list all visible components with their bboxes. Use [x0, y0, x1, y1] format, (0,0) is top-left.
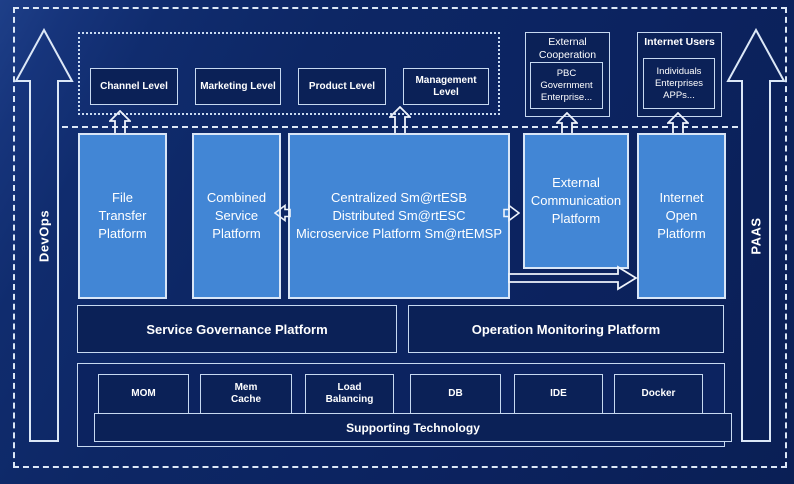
external-cooperation-box: External Cooperation PBC Government Ente…: [525, 32, 610, 117]
outer-dashed-border: [13, 7, 787, 468]
paas-up-arrow-icon: [726, 28, 786, 442]
external-communication-platform-box: External Communication Platform: [523, 133, 629, 269]
up-arrow-icon: [667, 112, 689, 134]
tech-box-db: DB: [410, 374, 501, 414]
service-governance-platform-box: Service Governance Platform: [77, 305, 397, 353]
external-cooperation-body: PBC Government Enterprise...: [540, 67, 593, 103]
combined-service-platform-box: Combined Service Platform: [192, 133, 281, 299]
internet-users-title: Internet Users: [644, 36, 715, 48]
tech-label: Load Balancing: [325, 382, 374, 405]
devops-label: DevOps: [36, 209, 52, 262]
up-arrow-icon: [556, 112, 578, 134]
left-arrow-icon: [274, 204, 291, 222]
platform-label: External Communication Platform: [530, 175, 622, 226]
level-box-marketing: Marketing Level: [195, 68, 281, 105]
internet-users-body: Individuals Enterprises APPs...: [654, 65, 704, 101]
internet-users-box: Internet Users Individuals Enterprises A…: [637, 32, 722, 117]
devops-rail: DevOps: [14, 28, 74, 443]
up-arrow-icon: [389, 106, 411, 134]
tech-label: Mem Cache: [230, 382, 261, 405]
paas-rail: PAAS: [726, 28, 786, 443]
platform-label: File Transfer Platform: [98, 190, 147, 241]
devops-up-arrow-icon: [14, 28, 74, 442]
file-transfer-platform-box: File Transfer Platform: [78, 133, 167, 299]
supporting-technology-label: Supporting Technology: [346, 420, 480, 435]
up-arrow-icon: [109, 110, 131, 134]
governance-label: Operation Monitoring Platform: [471, 321, 661, 337]
tech-label: DB: [448, 388, 463, 399]
platform-label: Centralized Sm@rtESB Distributed Sm@rtES…: [295, 190, 503, 241]
levels-group: Channel Level Marketing Level Product Le…: [78, 32, 500, 115]
level-label: Channel Level: [100, 80, 168, 92]
platform-label: Internet Open Platform: [657, 190, 706, 241]
supporting-technology-bar: Supporting Technology: [94, 413, 732, 442]
dashed-separator-line: [62, 126, 738, 128]
flow-right-arrow-icon: [508, 265, 638, 291]
level-box-management: Management Level: [403, 68, 489, 105]
internet-users-inner-box: Individuals Enterprises APPs...: [643, 58, 715, 109]
right-arrow-icon: [503, 204, 520, 222]
governance-label: Service Governance Platform: [146, 321, 328, 337]
paas-label: PAAS: [748, 216, 764, 255]
central-esb-platform-box: Centralized Sm@rtESB Distributed Sm@rtES…: [288, 133, 510, 299]
tech-box-load-balancing: Load Balancing: [305, 374, 394, 414]
tech-label: Docker: [641, 388, 676, 399]
level-label: Product Level: [308, 80, 376, 92]
external-cooperation-title: External Cooperation: [538, 36, 597, 61]
tech-label: IDE: [550, 388, 567, 399]
supporting-technology-group: MOM Mem Cache Load Balancing DB IDE Dock…: [77, 363, 732, 447]
operation-monitoring-platform-box: Operation Monitoring Platform: [408, 305, 724, 353]
level-box-product: Product Level: [298, 68, 386, 105]
tech-box-mom: MOM: [98, 374, 189, 414]
tech-box-mem-cache: Mem Cache: [200, 374, 292, 414]
platform-label: Combined Service Platform: [206, 190, 267, 241]
tech-box-docker: Docker: [614, 374, 703, 414]
internet-open-platform-box: Internet Open Platform: [637, 133, 726, 299]
level-box-channel: Channel Level: [90, 68, 178, 105]
level-label: Management Level: [415, 74, 477, 98]
external-cooperation-inner-box: PBC Government Enterprise...: [530, 62, 603, 109]
tech-label: MOM: [131, 388, 156, 399]
tech-box-ide: IDE: [514, 374, 603, 414]
level-label: Marketing Level: [200, 80, 276, 92]
